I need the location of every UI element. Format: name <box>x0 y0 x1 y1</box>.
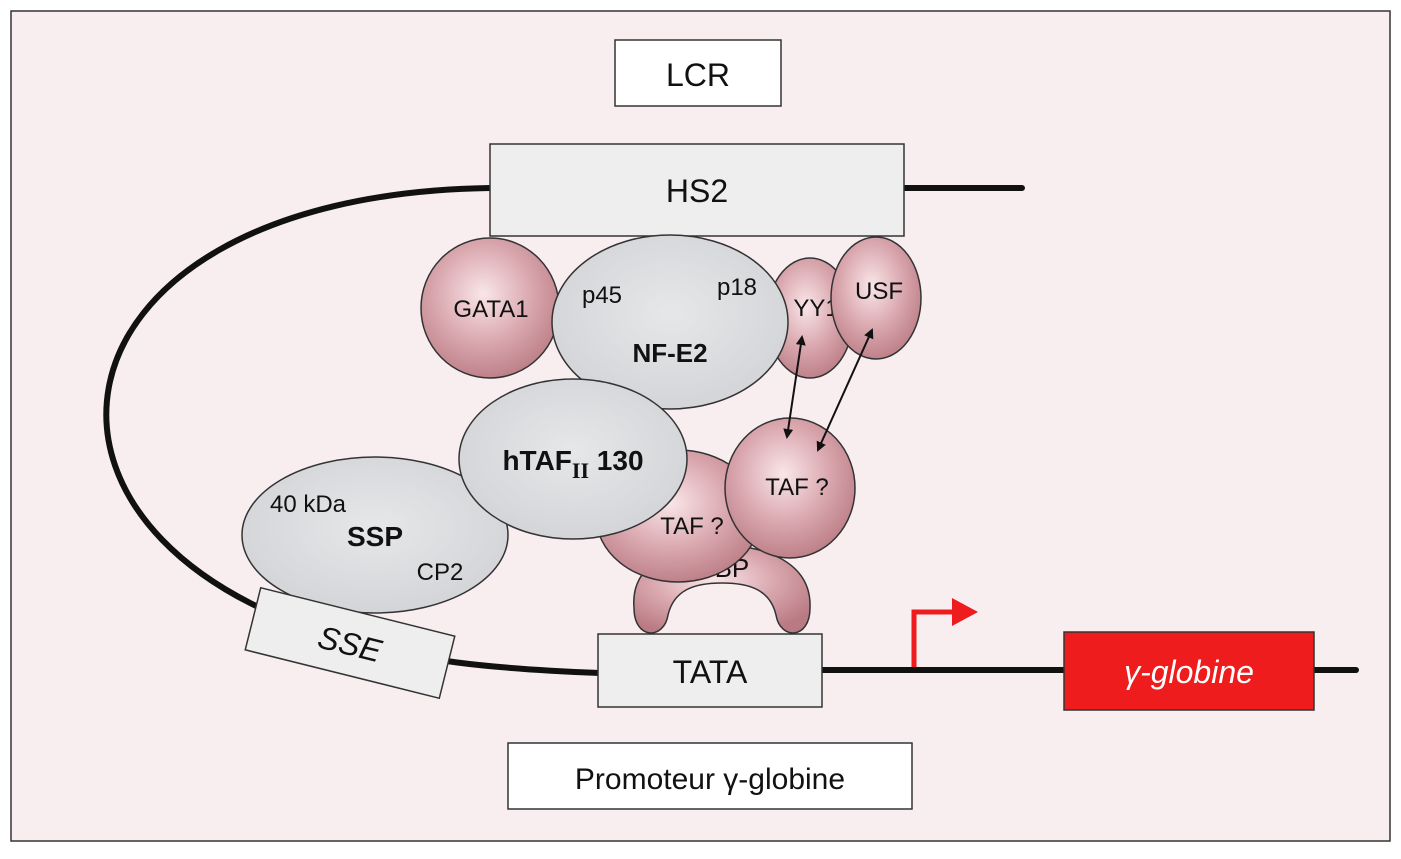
p18-label: p18 <box>717 274 757 301</box>
promoter-label: Promoteur γ-globine <box>575 763 845 796</box>
nfe2-protein: p45 p18 NF-E2 <box>551 234 789 410</box>
gata1-protein: GATA1 <box>420 237 560 379</box>
ssp-label: SSP <box>347 521 403 552</box>
kda-label: 40 kDa <box>270 491 347 518</box>
p45-label: p45 <box>582 282 622 309</box>
nfe2-label: NF-E2 <box>632 338 707 368</box>
promoter-box: Promoteur γ-globine <box>507 742 913 810</box>
ssp-protein: 40 kDa SSP CP2 <box>241 456 509 614</box>
tata-box: TATA <box>597 633 823 708</box>
gamma-globine-gene: γ-globine <box>1063 631 1315 711</box>
arrow-usf-taf <box>816 328 874 452</box>
lcr-box: LCR <box>614 39 782 107</box>
htaf-number: 130 <box>589 445 644 476</box>
arrow-yy1-taf <box>783 335 806 439</box>
taf-right-protein: TAF ? <box>724 417 856 559</box>
htaf-label: hTAFII 130 <box>502 445 643 483</box>
taf-left-label: TAF ? <box>660 513 724 540</box>
gene-label: γ-globine <box>1124 654 1254 690</box>
lcr-label: LCR <box>666 57 730 93</box>
figure-frame <box>10 10 1391 842</box>
usf-protein: USF <box>830 236 922 360</box>
hs2-label: HS2 <box>666 173 728 209</box>
htaf-main: hTAF <box>502 445 571 476</box>
htaf-protein: hTAFII 130 <box>458 378 688 540</box>
sse-box: SSE <box>244 586 456 700</box>
tata-label: TATA <box>673 654 748 690</box>
usf-label: USF <box>855 278 903 305</box>
taf-right-label: TAF ? <box>765 474 829 501</box>
htaf-subscript: II <box>572 458 589 483</box>
cp2-label: CP2 <box>417 559 464 586</box>
hs2-box: HS2 <box>489 143 905 237</box>
gata1-label: GATA1 <box>453 296 528 323</box>
transcription-start-arrow <box>911 598 978 667</box>
